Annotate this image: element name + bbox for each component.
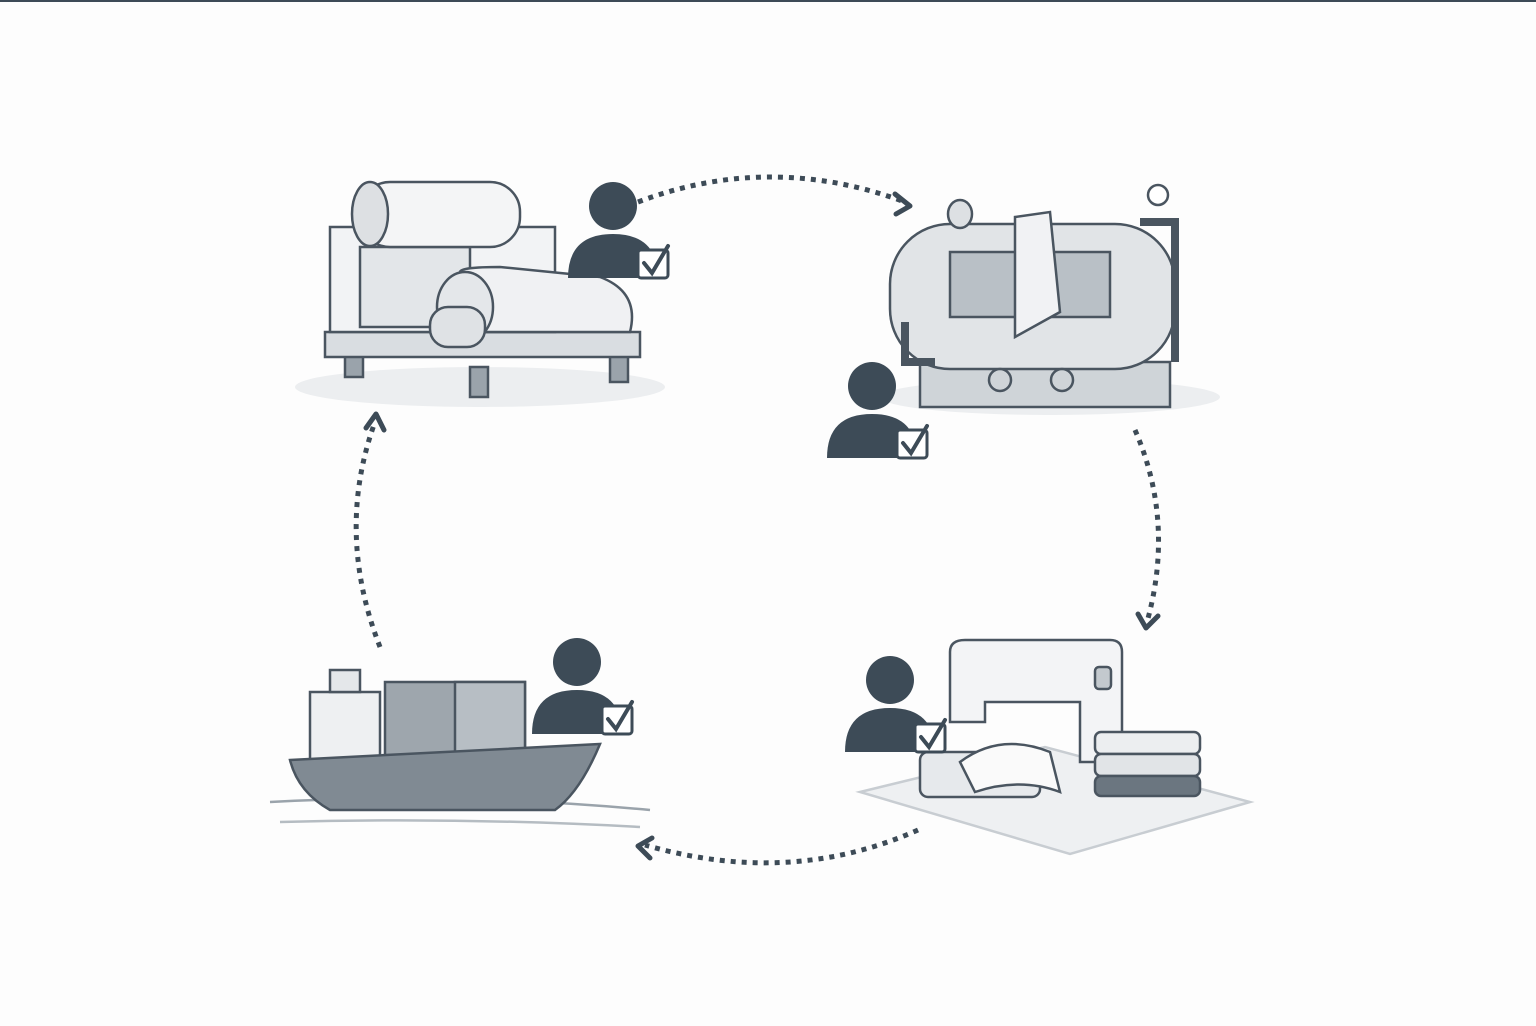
arrowhead-3 — [635, 835, 655, 861]
sewing-machine-icon — [855, 638, 1255, 856]
dyeing-machine-icon — [880, 183, 1220, 415]
fabric-roll-machine-icon — [295, 180, 665, 407]
arrow-roll-to-dye — [637, 174, 906, 205]
person-check-icon-3 — [843, 654, 947, 754]
arrowhead-4 — [363, 411, 387, 433]
arrow-dye-to-sewing — [1132, 429, 1162, 623]
arrow-sewing-to-ship — [644, 827, 920, 866]
person-check-icon-2 — [825, 360, 929, 460]
arrowhead-1 — [892, 191, 913, 217]
arrow-ship-to-roll — [353, 421, 383, 648]
cargo-ship-icon — [269, 668, 651, 829]
arrowhead-2 — [1135, 611, 1161, 631]
person-check-icon-4 — [530, 636, 634, 736]
